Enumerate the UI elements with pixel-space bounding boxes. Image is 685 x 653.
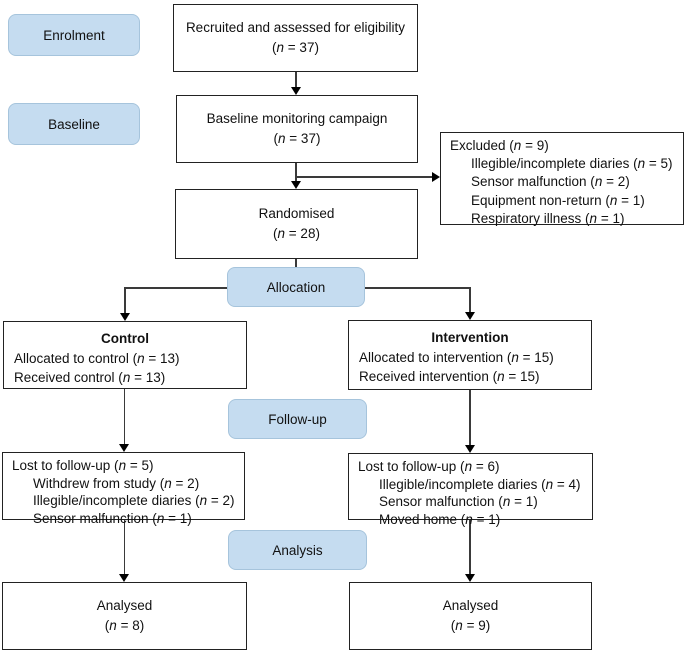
box-lost-control-title: Lost to follow-up (n = 5) <box>12 458 154 473</box>
box-randomised: Randomised (n = 28) <box>175 189 418 259</box>
box-analysed-control: Analysed (n = 8) <box>2 582 247 650</box>
arrowhead-control-lost <box>119 444 129 452</box>
arrowhead-analysed-control <box>119 574 129 582</box>
box-recruited-line1: Recruited and assessed for eligibility <box>185 20 406 35</box>
box-lost-control-item: Sensor malfunction (n = 1) <box>33 510 192 526</box>
box-intervention-item: Allocated to intervention (n = 15) <box>359 349 554 365</box>
stage-label-allocation-text: Allocation <box>266 279 326 295</box>
box-excluded-item: Illegible/incomplete diaries (n = 5) <box>471 156 673 172</box>
box-analysed-control-line1: Analysed <box>96 598 153 613</box>
box-lost-control-item: Illegible/incomplete diaries (n = 2) <box>33 493 235 508</box>
arrowhead-control <box>120 313 130 321</box>
connector-split-intervention <box>469 287 471 313</box>
stage-label-followup-text: Follow-up <box>268 411 327 427</box>
box-excluded-item: Respiratory illness (n = 1) <box>471 210 625 226</box>
box-intervention: Intervention Allocated to intervention (… <box>348 320 592 390</box>
stage-label-allocation: Allocation <box>227 267 365 307</box>
box-lost-control: Lost to follow-up (n = 5) Withdrew from … <box>2 452 245 526</box>
box-randomised-line2: (n = 28) <box>273 226 320 241</box>
stage-label-enrolment-text: Enrolment <box>43 27 105 43</box>
arrowhead-recruited-baseline <box>291 87 301 95</box>
connector-control-lost <box>123 389 125 445</box>
box-baseline-campaign: Baseline monitoring campaign (n = 37) <box>176 95 418 163</box>
box-control-item: Allocated to control (n = 13) <box>14 350 180 366</box>
box-intervention-title: Intervention <box>431 330 509 345</box>
box-analysed-control-line2: (n = 8) <box>104 618 145 633</box>
box-lost-intervention-item: Illegible/incomplete diaries (n = 4) <box>379 476 581 492</box>
connector-intervention-lost <box>469 390 471 446</box>
stage-label-baseline-text: Baseline <box>48 116 100 132</box>
connector-lost-analysed-intervention <box>469 520 471 575</box>
box-control-item: Received control (n = 13) <box>14 370 166 385</box>
box-baseline-campaign-line2: (n = 37) <box>273 131 321 146</box>
stage-label-enrolment: Enrolment <box>8 14 140 56</box>
box-control: Control Allocated to control (n = 13) Re… <box>3 321 247 389</box>
box-excluded-item: Sensor malfunction (n = 2) <box>471 174 630 190</box>
box-intervention-item: Received intervention (n = 15) <box>359 369 540 384</box>
arrowhead-baseline-randomised <box>291 181 301 189</box>
connector-baseline-randomised <box>295 163 297 182</box>
box-excluded-title: Excluded (n = 9) <box>450 138 549 153</box>
box-baseline-campaign-line1: Baseline monitoring campaign <box>206 111 388 126</box>
box-analysed-intervention-line1: Analysed <box>442 598 499 613</box>
box-lost-control-item: Withdrew from study (n = 2) <box>33 475 200 491</box>
connector-recruited-baseline <box>295 72 297 88</box>
box-recruited-line2: (n = 37) <box>272 40 319 55</box>
box-analysed-intervention-line2: (n = 9) <box>450 618 491 633</box>
arrowhead-analysed-intervention <box>465 574 475 582</box>
arrowhead-excluded <box>432 172 440 182</box>
box-lost-intervention-title: Lost to follow-up (n = 6) <box>358 459 500 474</box>
stage-label-analysis-text: Analysis <box>272 542 323 558</box>
box-recruited: Recruited and assessed for eligibility (… <box>173 4 418 72</box>
connector-branch-excluded <box>296 176 432 178</box>
arrowhead-intervention <box>465 312 475 320</box>
box-analysed-intervention: Analysed (n = 9) <box>349 582 592 650</box>
connector-split-control <box>124 287 126 314</box>
box-excluded: Excluded (n = 9) Illegible/incomplete di… <box>440 132 684 226</box>
stage-label-analysis: Analysis <box>228 530 367 570</box>
box-lost-intervention-item: Moved home (n = 1) <box>379 511 501 527</box>
stage-label-followup: Follow-up <box>228 399 367 439</box>
arrowhead-intervention-lost <box>465 445 475 453</box>
box-control-title: Control <box>101 331 149 346</box>
box-randomised-line1: Randomised <box>258 206 335 221</box>
box-lost-intervention-item: Sensor malfunction (n = 1) <box>379 494 538 509</box>
box-lost-intervention: Lost to follow-up (n = 6) Illegible/inco… <box>348 453 593 527</box>
box-excluded-item: Equipment non-return (n = 1) <box>471 192 645 208</box>
connector-lost-analysed-control <box>123 520 125 575</box>
stage-label-baseline: Baseline <box>8 103 140 145</box>
